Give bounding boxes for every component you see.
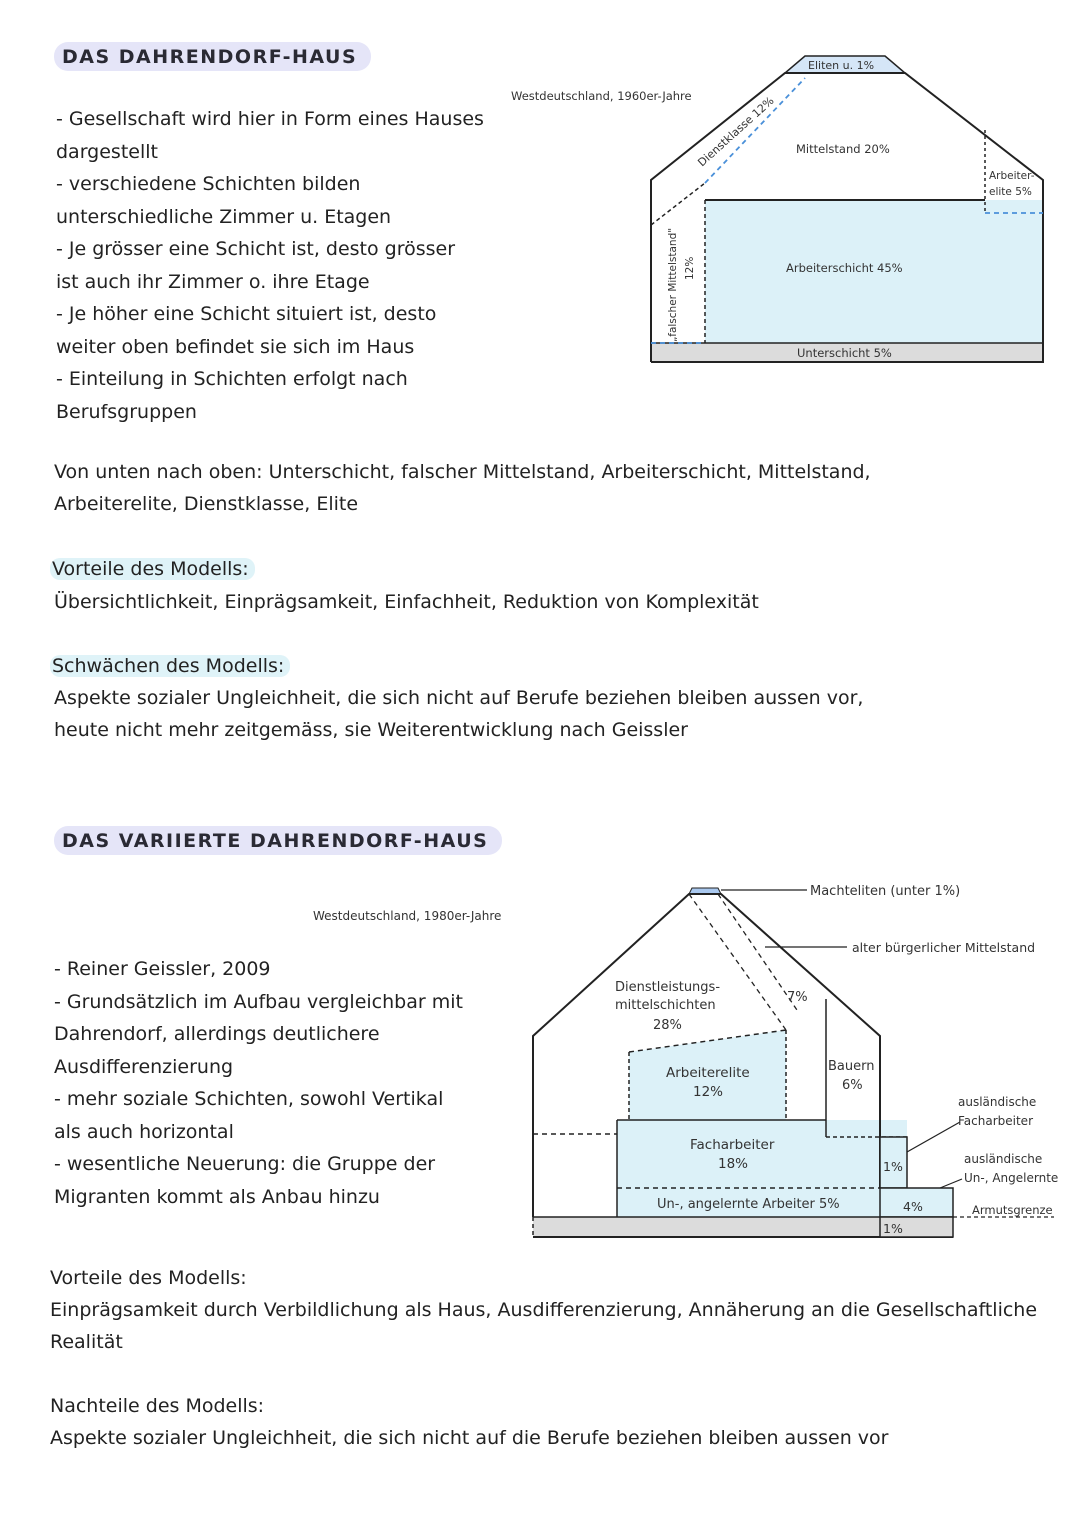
label-mittelstand: Mittelstand 20%: [796, 142, 890, 156]
section1-heading: DAS DAHRENDORF-HAUS: [54, 42, 372, 71]
bullet: - verschiedene Schichten bilden untersch…: [56, 173, 392, 228]
diagram-caption: Westdeutschland, 1960er-Jahre: [511, 89, 692, 103]
divider: [650, 182, 706, 226]
section2-bullets: - Reiner Geissler, 2009 - Grundsätzlich …: [54, 953, 494, 1213]
label-arbeiterelite-percent: 12%: [693, 1084, 723, 1100]
bullet: - wesentliche Neuerung: die Gruppe der M…: [54, 1153, 436, 1208]
label-bauern-percent: 6%: [842, 1078, 863, 1093]
cons-text: Aspekte sozialer Ungleichheit, die sich …: [50, 1427, 889, 1449]
label-dienstklasse: Dienstklasse 12%: [695, 94, 776, 169]
pros-label-text: Vorteile des Modells:: [50, 558, 255, 580]
dahrendorf-house-diagram: Westdeutschland, 1960er-Jahre Eliten u. …: [511, 55, 1044, 363]
label-facharbeiter-percent: 18%: [718, 1156, 748, 1172]
label-auslaendische-facharbeiter: ausländische: [958, 1095, 1036, 1109]
label-auslaendische-ungelernte: Un-, Angelernte: [964, 1171, 1058, 1185]
bullet: - Gesellschaft wird hier in Form eines H…: [56, 108, 484, 163]
label-machteliten: Machteliten (unter 1%): [810, 884, 960, 899]
label-dienstleistung: mittelschichten: [615, 998, 716, 1013]
label-four-percent: 4%: [903, 1199, 923, 1214]
unterschicht-area: [533, 1217, 953, 1237]
diagram-caption: Westdeutschland, 1980er-Jahre: [313, 909, 501, 923]
label-alter-mittelstand: alter bürgerlicher Mittelstand: [852, 940, 1035, 955]
label-seven-percent: 7%: [787, 990, 808, 1005]
geissler-house-diagram: Westdeutschland, 1980er-Jahre Machtelite…: [313, 884, 1058, 1238]
migrant-unterschicht-area: [879, 1216, 954, 1238]
label-dienstleistung: Dienstleistungs-: [615, 980, 720, 995]
bullet: - Grundsätzlich im Aufbau vergleichbar m…: [54, 990, 463, 1078]
label-falscher-mittelstand: „falscher Mittelstand": [667, 228, 679, 342]
label-arbeiterelite: Arbeiter-: [989, 170, 1035, 182]
section1-bullets: - Gesellschaft wird hier in Form eines H…: [56, 103, 516, 428]
bullet: - mehr soziale Schichten, sowohl Vertika…: [54, 1088, 444, 1143]
label-one-percent: 1%: [883, 1159, 903, 1174]
bullet: - Je grösser eine Schicht ist, desto grö…: [56, 238, 456, 293]
bullet: - Reiner Geissler, 2009: [54, 958, 271, 980]
cons-text: Aspekte sozialer Ungleichheit, die sich …: [54, 687, 864, 741]
auslaendische-ungelernte-area: [879, 1187, 954, 1218]
cons-label: Nachteile des Modells:: [50, 1395, 265, 1417]
section2-heading: DAS VARIIERTE DAHRENDORF-HAUS: [54, 826, 503, 855]
label-dienstleistung-percent: 28%: [653, 1018, 682, 1033]
dienstleistung-line: [688, 893, 787, 1031]
dienstklasse-line: [704, 77, 806, 184]
bullet: - Je höher eine Schicht situiert ist, de…: [56, 303, 437, 358]
facharbeiter-area: [617, 1120, 907, 1188]
leader-line: [939, 1178, 963, 1189]
label-auslaendische-ungelernte: ausländische: [964, 1152, 1042, 1166]
label-bauern: Bauern: [828, 1059, 874, 1074]
label-ungelernte: Un-, angelernte Arbeiter 5%: [657, 1197, 840, 1212]
house-outline: [650, 72, 1044, 363]
pros-text: Einprägsamkeit durch Verbildlichung als …: [50, 1299, 1038, 1353]
pros-text: Übersichtlichkeit, Einprägsamkeit, Einfa…: [54, 591, 759, 613]
leader-line: [906, 1121, 961, 1153]
label-arbeiterelite: elite 5%: [989, 186, 1032, 198]
label-armutsgrenze: Armutsgrenze: [972, 1203, 1053, 1217]
unterschicht-area: [651, 343, 1043, 362]
label-falscher-mittelstand-percent: 12%: [684, 257, 696, 280]
label-unterschicht: Unterschicht 5%: [797, 346, 892, 360]
arbeiterschicht-area: [705, 200, 1043, 343]
bullet: - Einteilung in Schichten erfolgt nach B…: [56, 368, 408, 423]
cons-label: Schwächen des Modells:: [50, 650, 291, 682]
cons-label-text: Schwächen des Modells:: [50, 655, 291, 677]
label-auslaendische-facharbeiter: Facharbeiter: [958, 1114, 1033, 1128]
pros-label: Vorteile des Modells:: [50, 1267, 247, 1289]
label-facharbeiter: Facharbeiter: [690, 1137, 775, 1153]
layer-order-text: Von unten nach oben: Unterschicht, falsc…: [54, 461, 871, 515]
label-arbeiterelite: Arbeiterelite: [666, 1065, 750, 1081]
label-arbeiterschicht: Arbeiterschicht 45%: [786, 261, 903, 275]
arbeiterelite-area: [629, 1030, 786, 1120]
pros-label: Vorteile des Modells:: [50, 553, 255, 585]
label-eliten: Eliten u. 1%: [808, 59, 874, 72]
label-one-percent: 1%: [883, 1221, 903, 1236]
house-outline: [532, 893, 881, 1217]
